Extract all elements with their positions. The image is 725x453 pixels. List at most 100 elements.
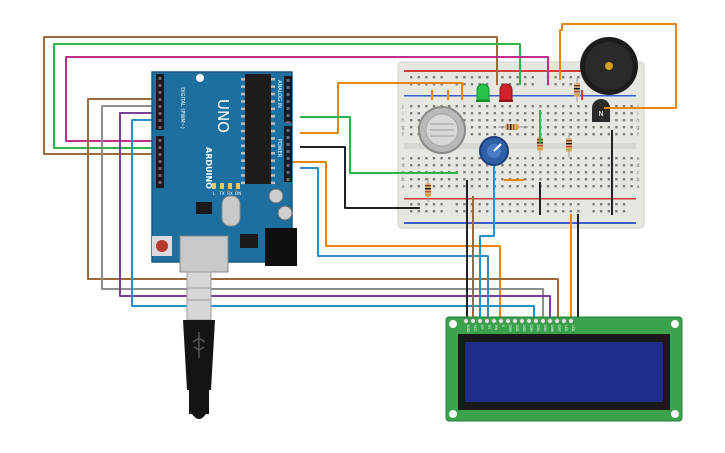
- chip-leg: [241, 181, 245, 185]
- breadboard-row-letter: f: [637, 132, 639, 138]
- resistor: [574, 83, 580, 97]
- breadboard-hole: [417, 157, 420, 160]
- rail-hole: [531, 83, 534, 86]
- lcd-pin-label: DB0: [508, 325, 512, 332]
- breadboard-center-gap: [404, 143, 636, 149]
- breadboard-hole: [630, 105, 633, 108]
- breadboard-hole: [410, 157, 413, 160]
- breadboard-row-letter: g: [401, 125, 404, 131]
- rail-hole: [501, 210, 504, 213]
- breadboard-hole: [516, 133, 519, 136]
- resistor-band: [574, 88, 580, 90]
- breadboard-hole: [584, 164, 588, 167]
- resistor-band: [566, 143, 572, 145]
- lcd-pin-label: DB6: [550, 325, 554, 332]
- breadboard-hole: [486, 112, 489, 115]
- header-pin: [286, 157, 290, 160]
- breadboard-hole: [493, 119, 496, 122]
- rail-hole: [470, 76, 474, 79]
- breadboard-hole: [516, 185, 519, 188]
- breadboard-hole: [531, 178, 534, 181]
- breadboard-hole: [539, 105, 542, 108]
- breadboard-row-letter: e: [636, 156, 639, 162]
- rail-hole: [516, 83, 519, 86]
- breadboard-hole: [531, 157, 534, 160]
- breadboard-hole: [486, 119, 489, 122]
- breadboard-hole: [584, 105, 588, 108]
- breadboard-hole: [478, 133, 481, 136]
- status-led-label: RX: [227, 191, 233, 196]
- breadboard-hole: [516, 112, 519, 115]
- breadboard-hole: [562, 171, 565, 174]
- breadboard-hole: [615, 126, 618, 129]
- header-pin: [286, 93, 290, 96]
- rail-hole: [592, 203, 595, 206]
- chip-leg: [241, 159, 245, 162]
- breadboard-hole: [425, 105, 428, 108]
- rail-hole: [508, 83, 512, 86]
- breadboard-hole: [630, 133, 633, 136]
- lcd-pin-label: DB1: [515, 325, 519, 332]
- power-rail-top-minus: [404, 95, 636, 97]
- breadboard-hole: [455, 164, 458, 167]
- breadboard-hole: [554, 105, 557, 108]
- breadboard-hole: [486, 133, 489, 136]
- rail-hole: [432, 76, 436, 79]
- breadboard-hole: [417, 112, 420, 115]
- breadboard-hole: [577, 164, 580, 167]
- breadboard-hole: [516, 171, 519, 174]
- breadboard-hole: [584, 126, 588, 129]
- breadboard-hole: [470, 126, 474, 129]
- wire-cyan-lcd: [300, 167, 489, 317]
- breadboard-hole: [630, 157, 633, 160]
- usb-cable-strain-relief: [189, 390, 209, 414]
- status-led-label: TX: [218, 191, 224, 196]
- breadboard-hole: [448, 178, 451, 181]
- digital-label: DIGITAL (PWM~): [179, 87, 185, 129]
- breadboard-hole: [584, 157, 588, 160]
- breadboard-hole: [615, 164, 618, 167]
- breadboard-hole: [508, 105, 512, 108]
- rail-hole: [592, 210, 595, 213]
- chip-leg: [241, 166, 245, 170]
- breadboard-hole: [463, 185, 466, 188]
- capacitor-1: [268, 188, 284, 204]
- lcd-pin: [547, 318, 553, 324]
- rail-hole: [440, 83, 443, 86]
- rail-hole: [554, 83, 557, 86]
- breadboard-hole: [569, 178, 572, 181]
- breadboard-hole: [554, 133, 557, 136]
- transistor-label: N: [598, 110, 603, 118]
- breadboard-row-letter: i: [402, 111, 403, 117]
- breadboard-hole: [410, 119, 413, 122]
- breadboard-hole: [577, 105, 580, 108]
- board-brand: ARDUINO: [204, 147, 213, 189]
- breadboard-hole: [524, 133, 527, 136]
- resistor-band: [507, 124, 509, 130]
- rail-hole: [425, 203, 428, 206]
- breadboard-hole: [486, 178, 489, 181]
- chip-leg: [271, 166, 275, 170]
- header-pin: [286, 79, 290, 82]
- breadboard-row-letter: b: [636, 177, 639, 183]
- resistor-band: [566, 146, 572, 148]
- wire-magenta: [65, 56, 549, 142]
- lcd-pin: [540, 318, 546, 324]
- breadboard-hole: [607, 126, 610, 129]
- reset-button[interactable]: [156, 240, 168, 252]
- breadboard-hole: [470, 164, 474, 167]
- breadboard-hole: [524, 105, 527, 108]
- lcd-pin-label: DB5: [543, 325, 547, 332]
- breadboard-hole: [562, 112, 565, 115]
- rail-hole: [440, 76, 443, 79]
- potentiometer: [479, 136, 509, 166]
- header-pin: [286, 136, 290, 139]
- breadboard-hole: [592, 133, 595, 136]
- breadboard-hole: [524, 164, 527, 167]
- breadboard-row-letter: d: [401, 163, 404, 169]
- gas-sensor: [418, 106, 466, 154]
- breadboard-hole: [470, 171, 474, 174]
- rail-hole: [470, 83, 474, 86]
